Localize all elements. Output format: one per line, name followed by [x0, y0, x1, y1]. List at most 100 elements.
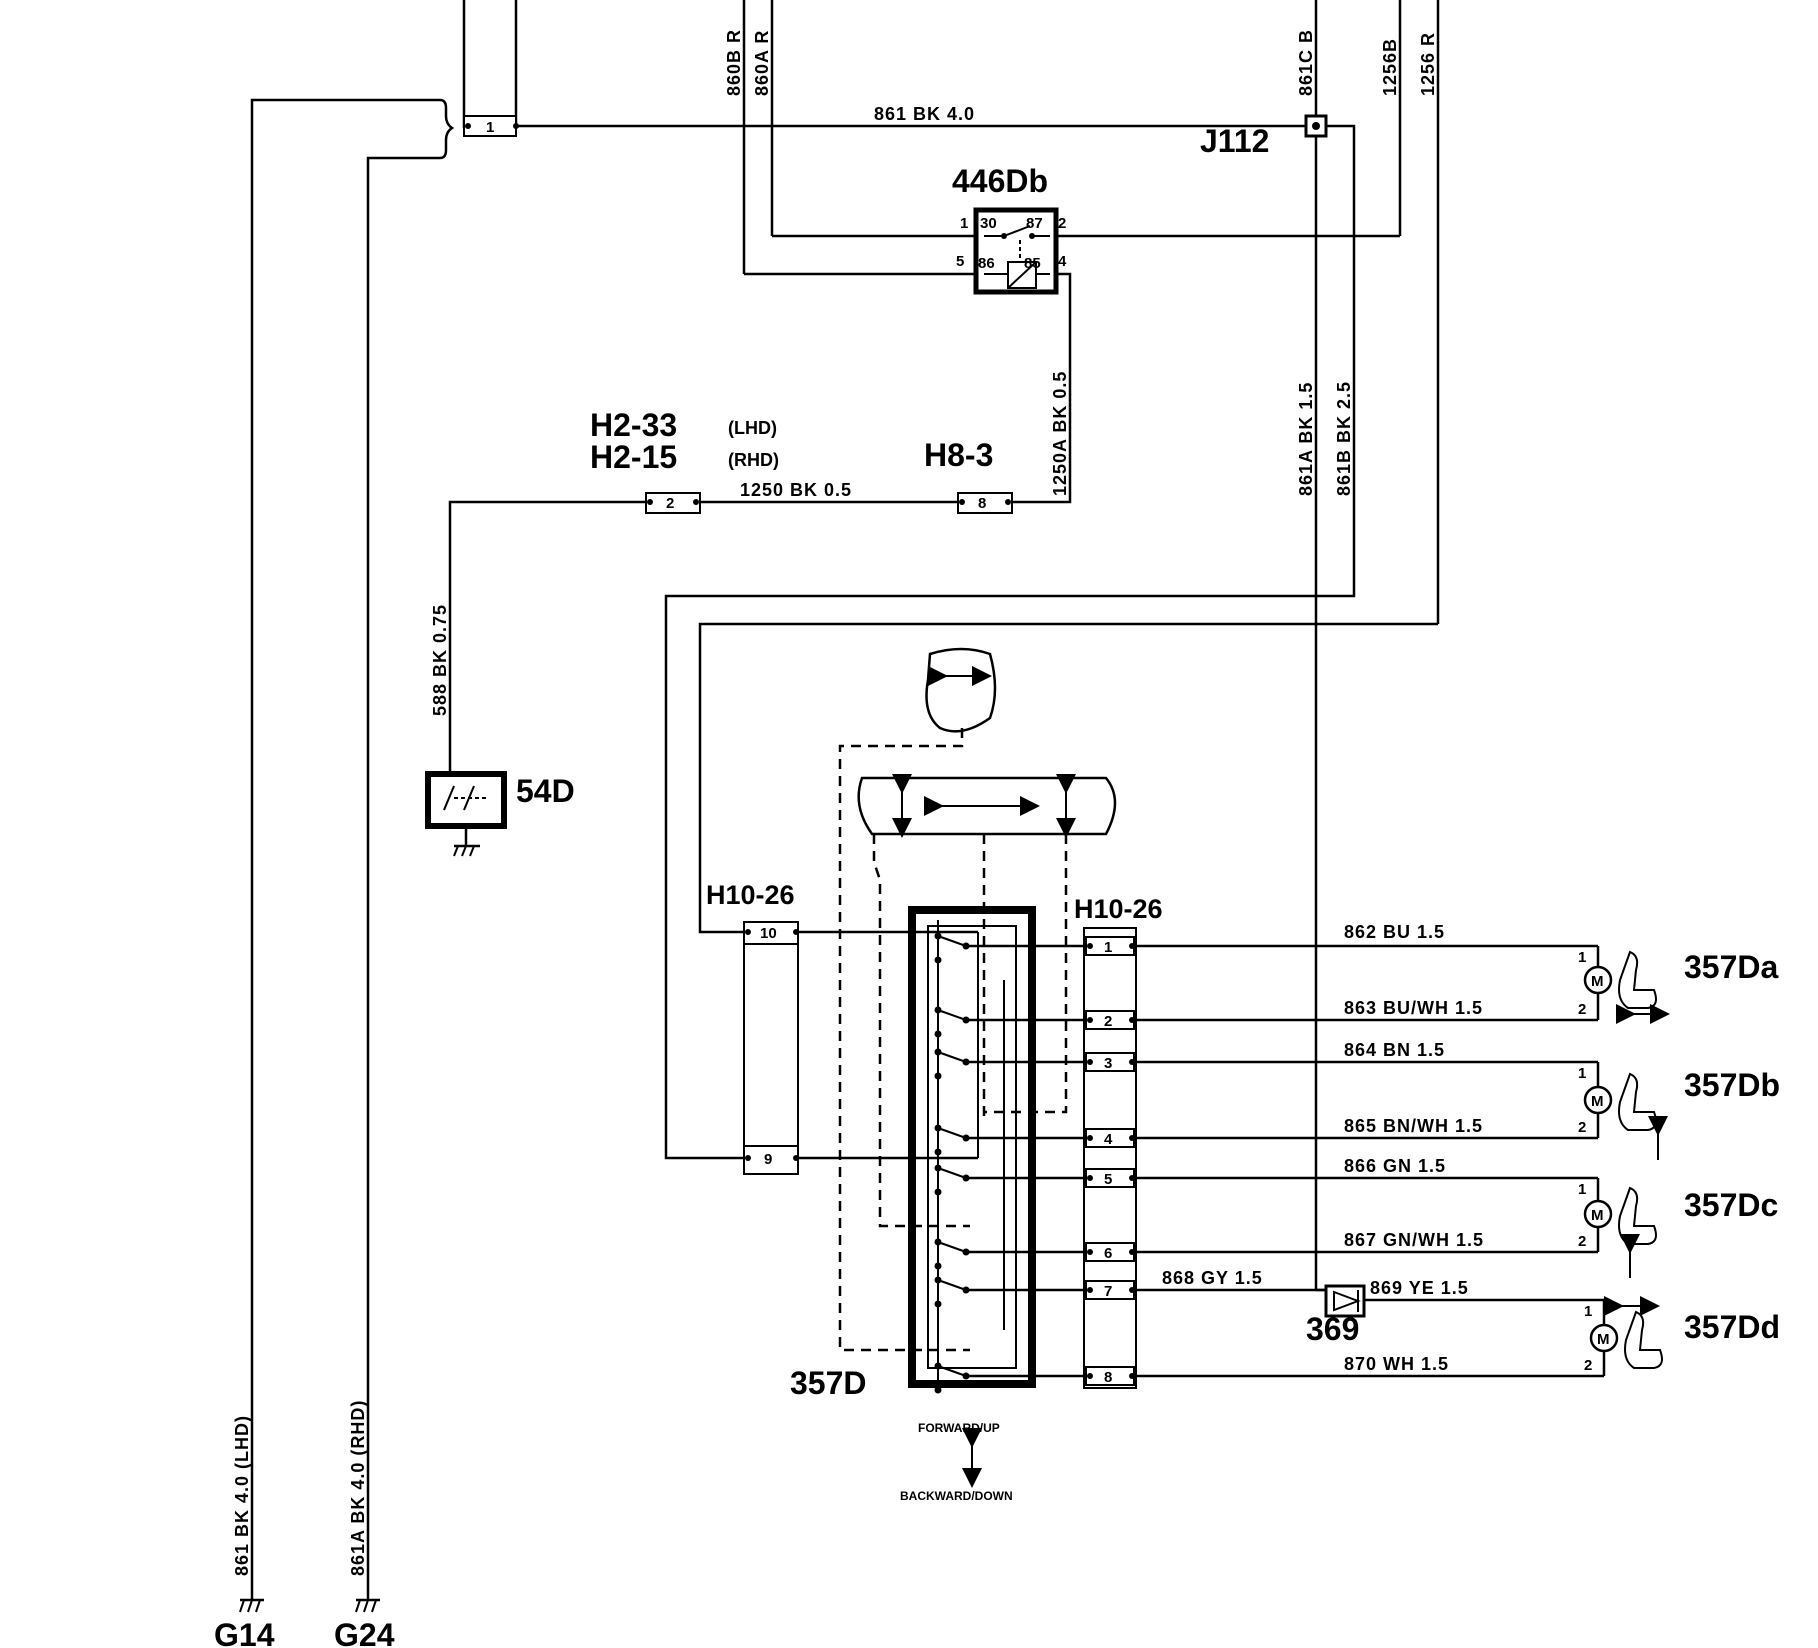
switch-contact-blade	[937, 1279, 967, 1291]
label-forward: FORWARD/UP	[918, 1421, 1000, 1435]
note-lhd: (LHD)	[728, 418, 777, 438]
motor-wiring	[1136, 944, 1606, 1378]
relay-446db	[973, 207, 1059, 295]
pin-dot	[1087, 1287, 1093, 1293]
left-pin-10: 10	[760, 925, 777, 942]
switch-contact-blade	[937, 1127, 967, 1139]
motor-c-pin-1: 1	[1578, 1181, 1586, 1198]
note-rhd: (RHD)	[728, 450, 779, 470]
switch-contact-blade	[937, 1365, 967, 1377]
motor-b-pin-2: 2	[1578, 1119, 1586, 1136]
wire-label-864: 864 BN 1.5	[1344, 1040, 1445, 1060]
motor-357dc-label: 357Dc	[1684, 1187, 1778, 1223]
wire-label-861b-25: 861B BK 2.5	[1334, 381, 1354, 496]
switch-contact-dot	[962, 942, 970, 950]
switch-contact-dot	[962, 1016, 970, 1024]
motor-b-pin-1: 1	[1578, 1065, 1586, 1082]
h2-pin: 2	[666, 495, 674, 512]
relay-pin-86: 86	[978, 255, 995, 272]
pin-dot	[1129, 1249, 1135, 1255]
relay-pin-1: 1	[960, 215, 968, 232]
wire-label-1250: 1250 BK 0.5	[740, 480, 852, 500]
relay-label: 446Db	[952, 163, 1048, 199]
seat-cushion-symbol	[857, 774, 1117, 838]
wire-label-861c: 861C B	[1296, 29, 1316, 96]
motor-a-pin-1: 1	[1578, 949, 1586, 966]
switch-contact-dot	[934, 1386, 942, 1394]
headrest-symbol	[925, 647, 997, 733]
motor-d-pin-2: 2	[1584, 1357, 1592, 1374]
switch-contact-dot	[962, 1248, 970, 1256]
switch-contact-dot	[962, 1286, 970, 1294]
switch-contact-dot	[962, 1372, 970, 1380]
junction-j112	[1304, 114, 1328, 138]
connector-h2-15: H2-15	[590, 439, 677, 475]
relay-pin-2: 2	[1058, 215, 1066, 232]
motor-d-pin-1: 1	[1584, 1303, 1592, 1320]
switch-contact-blade	[937, 1009, 967, 1021]
motor-b-symbol: M	[1591, 1093, 1604, 1110]
diode-label: 369	[1306, 1311, 1359, 1347]
right-pin-label: 1	[1104, 939, 1112, 956]
ground-g24-label: G24	[334, 1617, 395, 1648]
top-connector-pin: 1	[486, 119, 494, 136]
pin-dot	[1129, 1017, 1135, 1023]
switch-contact-blade	[937, 935, 967, 947]
wire-label-869: 869 YE 1.5	[1370, 1278, 1469, 1298]
wire-1250	[448, 492, 1013, 780]
switch-54d-label: 54D	[516, 773, 575, 809]
motor-357db-label: 357Db	[1684, 1067, 1780, 1103]
wire-label-588: 588 BK 0.75	[430, 604, 450, 716]
switch-contact-blade	[937, 1241, 967, 1253]
pin-dot	[1087, 1175, 1093, 1181]
motor-c-pin-2: 2	[1578, 1233, 1586, 1250]
motor-357dc	[1583, 1186, 1657, 1278]
pin-dot	[1129, 943, 1135, 949]
connector-h2-33: H2-33	[590, 407, 677, 443]
pin-dot	[1129, 1135, 1135, 1141]
motor-357da-label: 357Da	[1684, 949, 1779, 985]
pin-dot	[1129, 1287, 1135, 1293]
relay-pin-87: 87	[1026, 215, 1043, 232]
pin-dot	[1087, 943, 1093, 949]
wire-label-860a: 860A R	[752, 30, 772, 96]
connector-h10-26-left-label: H10-26	[706, 880, 795, 910]
pin-dot	[1129, 1059, 1135, 1065]
ground-symbol-g14	[239, 1598, 264, 1613]
wire-label-1250a: 1250A BK 0.5	[1050, 371, 1070, 496]
ground-symbol-g24	[355, 1598, 380, 1613]
relay-pin-30: 30	[980, 215, 997, 232]
right-pin-label: 2	[1104, 1013, 1112, 1030]
switch-357d	[798, 906, 1086, 1394]
junction-label: J112	[1200, 123, 1269, 159]
ground-feed-wires	[250, 0, 518, 1600]
wire-label-861a-g24: 861A BK 4.0 (RHD)	[348, 1400, 368, 1576]
motor-d-symbol: M	[1597, 1331, 1610, 1348]
dashed-linkages	[838, 728, 1068, 1352]
wire-label-862: 862 BU 1.5	[1344, 922, 1445, 942]
motor-357dd-label: 357Dd	[1684, 1309, 1780, 1345]
motor-a-symbol: M	[1591, 973, 1604, 990]
wire-label-863: 863 BU/WH 1.5	[1344, 998, 1483, 1018]
motor-c-symbol: M	[1591, 1207, 1604, 1224]
right-pin-label: 6	[1104, 1245, 1112, 1262]
wire-label-1256b: 1256B	[1380, 38, 1400, 96]
motor-357dd	[1589, 1296, 1663, 1369]
left-pin-9: 9	[764, 1151, 772, 1168]
wire-label-1256: 1256 R	[1418, 32, 1438, 96]
switch-contact-blade	[937, 1051, 967, 1063]
switch-contact-blade	[937, 1167, 967, 1179]
wire-label-861a-15: 861A BK 1.5	[1296, 382, 1316, 496]
switch-54d	[425, 771, 507, 857]
connector-h10-26-right-label: H10-26	[1074, 894, 1163, 924]
wire-label-870: 870 WH 1.5	[1344, 1354, 1449, 1374]
pin-dot	[1129, 1175, 1135, 1181]
pin-dot	[1087, 1135, 1093, 1141]
right-pin-label: 4	[1104, 1131, 1113, 1148]
connector-h8-3: H8-3	[924, 437, 993, 473]
connector-h10-26-left	[743, 921, 799, 1175]
top-vertical-wires	[742, 0, 1440, 624]
